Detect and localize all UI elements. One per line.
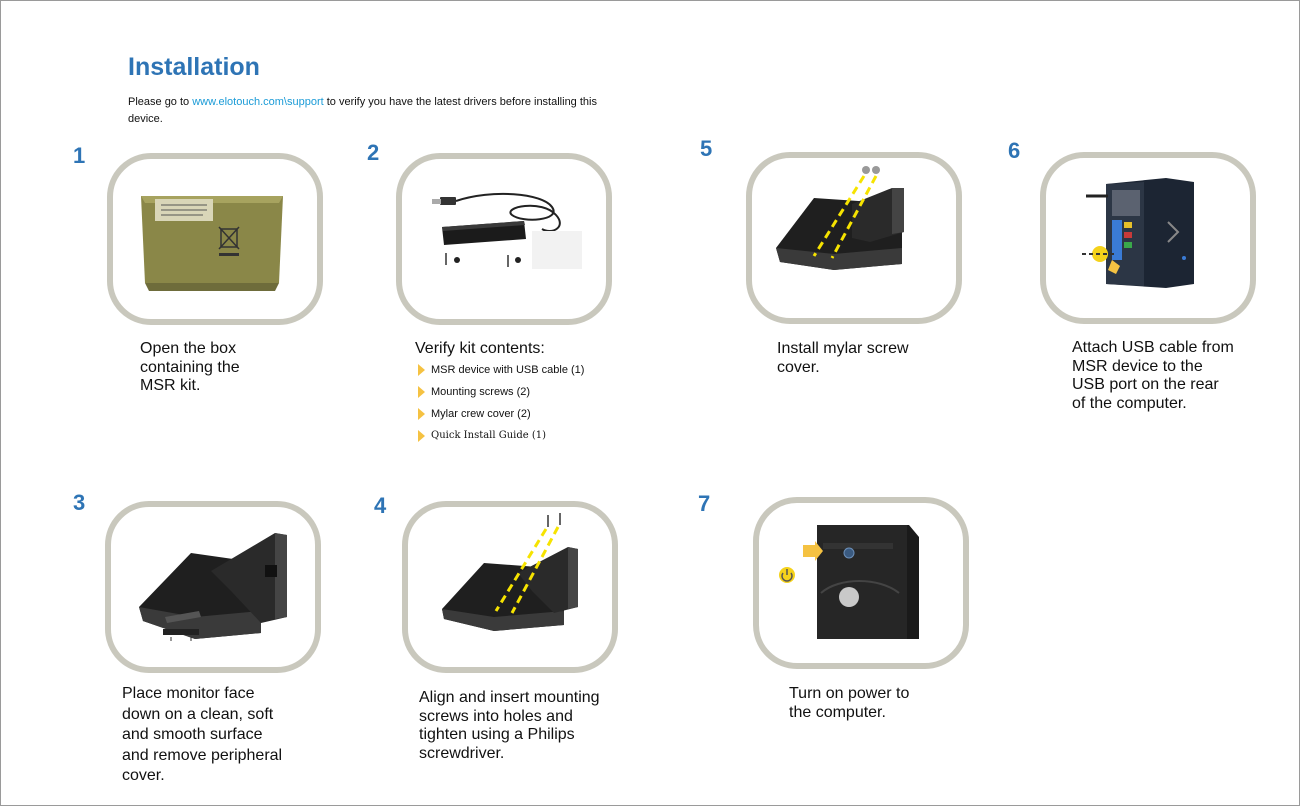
caption-line: the computer. [789,703,886,721]
step-1-caption: Open the box containing the MSR kit. [140,340,240,396]
step-3-caption: Place monitor face down on a clean, soft… [122,684,282,787]
caption-line: tighten using a Philips [419,726,575,743]
caption-line: Align and insert mounting [419,689,600,706]
list-item: MSR device with USB cable (1) [416,361,584,383]
step-5-number: 5 [700,136,713,161]
box-icon [141,196,283,291]
step-7-number: 7 [698,491,711,516]
step-6-number: 6 [1008,138,1021,163]
bullet-arrow-icon [418,364,425,376]
step-3-frame [105,501,321,673]
caption-line: Open the box [140,340,237,357]
list-item: Mounting screws (2) [416,383,584,405]
intro-text: Please go to www.elotouch.com\support to… [128,94,618,128]
step-4-frame [402,501,618,673]
monitor-stand-icon [442,513,578,631]
caption-line: Verify kit contents: [415,340,545,357]
step-2-frame [396,153,612,325]
caption-line: cover. [777,358,820,376]
step-5-caption: Install mylar screw cover. [777,340,909,377]
caption-line: of the computer. [1072,394,1187,412]
support-link[interactable]: www.elotouch.com\support [192,96,324,108]
step-4-caption: Align and insert mounting screws into ho… [419,689,600,763]
step-4-number: 4 [374,493,387,518]
caption-line: MSR kit. [140,377,201,394]
step-7-caption: Turn on power to the computer. [789,685,909,722]
step-6-caption: Attach USB cable from MSR device to the … [1072,339,1234,413]
monitor-stand-icon [139,533,287,641]
intro-before: Please go to [128,96,193,108]
caption-line: down on a clean, soft [122,705,274,723]
caption-line: and remove peripheral [122,746,283,764]
caption-line: screws into holes and [419,707,573,725]
step-5-frame [746,152,962,324]
page-title: Installation [128,53,260,81]
list-item-label: Mylar crew cover (2) [431,408,531,420]
caption-line: MSR device to the [1072,357,1203,375]
caption-line: cover. [122,767,165,784]
caption-line: Attach USB cable from [1072,339,1234,356]
kit-contents-list: MSR device with USB cable (1) Mounting s… [416,361,584,449]
list-item-label: MSR device with USB cable (1) [431,364,585,376]
bullet-arrow-icon [418,408,425,420]
caption-line: Install mylar screw [777,340,909,357]
step-6-frame [1040,152,1256,324]
msr-device-icon [432,192,582,269]
computer-tower-icon [779,525,919,639]
step-2-number: 2 [367,140,380,165]
bullet-arrow-icon [418,430,425,442]
caption-line: USB port on the rear [1072,376,1219,393]
list-item: Quick Install Guide (1) [416,427,584,449]
caption-line: and smooth surface [122,726,263,743]
list-item-label: Quick Install Guide (1) [431,430,547,441]
step-3-number: 3 [73,490,86,515]
caption-line: containing the [140,358,240,376]
mylar-cover-icon [776,166,904,270]
list-item-label: Mounting screws (2) [431,386,531,398]
step-1-number: 1 [73,143,86,168]
step-1-frame [107,153,323,325]
bullet-arrow-icon [418,386,425,398]
caption-line: Turn on power to [789,685,910,702]
step-7-frame [753,497,969,669]
caption-line: screwdriver. [419,744,505,762]
step-2-caption: Verify kit contents: [415,340,545,359]
computer-tower-icon [1082,178,1194,288]
list-item: Mylar crew cover (2) [416,405,584,427]
intro-after: to verify you have the latest drivers be… [128,96,597,125]
caption-line: Place monitor face [122,685,255,702]
